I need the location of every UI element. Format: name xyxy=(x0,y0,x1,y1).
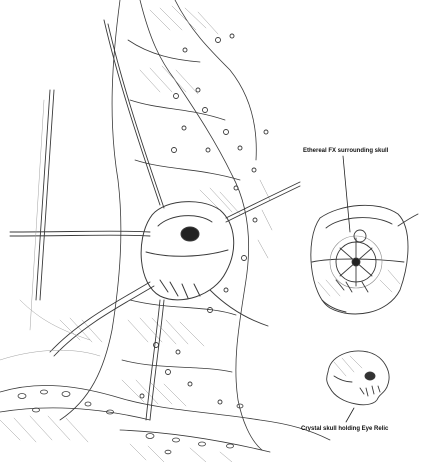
faint-sticks xyxy=(0,99,101,361)
crystal-skull-detail xyxy=(326,350,390,406)
skull-cocoon xyxy=(140,201,235,301)
ground xyxy=(0,385,331,455)
rock-hatching xyxy=(59,5,273,407)
rock-holes xyxy=(139,33,269,405)
rock-mass xyxy=(59,0,263,451)
ground-hatching xyxy=(0,415,233,462)
ethereal-fx-label: Ethereal FX surrounding skull xyxy=(303,148,389,154)
ethereal-fx-leader-line xyxy=(342,155,351,233)
crystal-skull-hatching xyxy=(333,355,363,377)
ethereal-fx-hatching xyxy=(317,269,401,297)
crystal-skull-label: Crystal skull holding Eye Relic xyxy=(301,426,389,432)
branches xyxy=(9,19,301,421)
crystal-skull-leader-line xyxy=(345,407,355,423)
ethereal-fx-detail xyxy=(310,204,419,315)
